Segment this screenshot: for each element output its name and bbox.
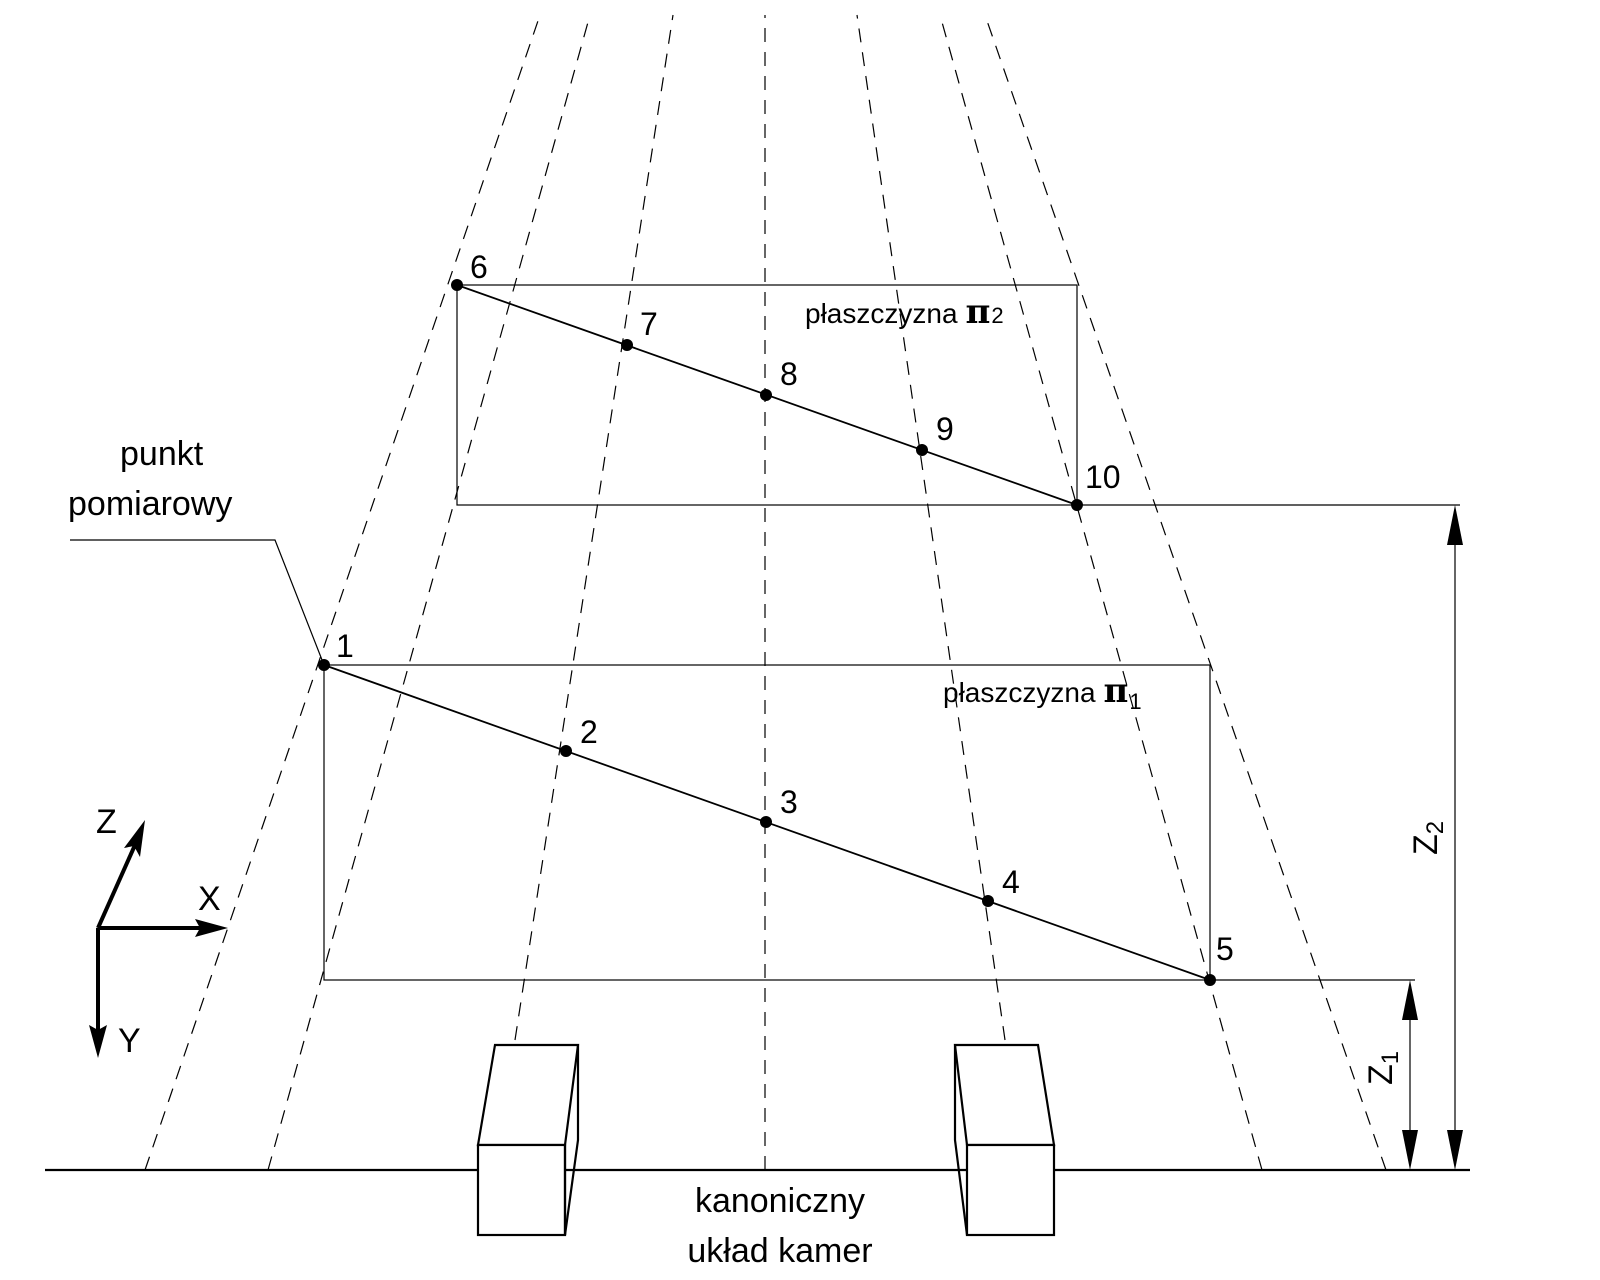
- plane-2-word: płaszczyzna: [805, 298, 958, 329]
- point-5: [1204, 974, 1216, 986]
- x-axis-arrow-icon: [195, 919, 228, 937]
- point-label-5: 5: [1216, 931, 1234, 967]
- camera-right: [953, 1043, 1056, 1237]
- measurement-point-label-line1: punkt: [120, 435, 204, 473]
- camera-left: [476, 1043, 580, 1237]
- z-axis-label: Z: [96, 803, 117, 841]
- plane-1-symbol: π: [1104, 671, 1129, 711]
- z-axis-line: [96, 844, 137, 929]
- ray-left-cam-1: [514, 14, 674, 1041]
- plane-1-subscript: 1: [1129, 689, 1141, 714]
- camera-right-body: [953, 1043, 1056, 1147]
- point-6: [451, 279, 463, 291]
- dimension-z1: Z1: [1362, 980, 1418, 1170]
- z-axis-arrow-icon: [124, 820, 145, 857]
- y-axis-arrow-icon: [89, 1025, 107, 1058]
- point-3: [760, 816, 772, 828]
- z2-arrow-bottom-icon: [1447, 1130, 1463, 1170]
- ray-left-inner: [267, 14, 591, 1171]
- camera-system-label-line1: kanoniczny: [695, 1182, 865, 1220]
- point-labels: 1 2 3 4 5 6 7 8 9 10: [336, 249, 1234, 967]
- plane-2-subscript: 2: [991, 303, 1003, 328]
- plane-1-outline: [323, 664, 1211, 981]
- z1-letter: Z: [1362, 1064, 1400, 1085]
- camera-left-body: [476, 1043, 580, 1147]
- plane-2-outline: [456, 284, 1078, 506]
- z2-letter: Z: [1407, 834, 1445, 855]
- z1-arrow-bottom-icon: [1402, 1130, 1418, 1170]
- z2-label: Z2: [1407, 821, 1449, 855]
- point-label-1: 1: [336, 628, 354, 664]
- point-label-8: 8: [780, 356, 798, 392]
- z1-label: Z1: [1362, 1051, 1404, 1085]
- point-label-3: 3: [780, 784, 798, 820]
- point-label-2: 2: [580, 714, 598, 750]
- point-1: [318, 659, 330, 671]
- point-label-6: 6: [470, 249, 488, 285]
- measurement-point-leader: [70, 539, 325, 666]
- point-label-9: 9: [936, 411, 954, 447]
- plane-1-word: płaszczyzna: [943, 677, 1096, 708]
- measurement-point-label-line2: pomiarowy: [68, 485, 232, 523]
- point-7: [621, 339, 633, 351]
- ray-right-cam-1: [856, 14, 1006, 1041]
- points: [318, 279, 1216, 986]
- point-label-4: 4: [1002, 864, 1020, 900]
- camera-right-edge: [953, 1045, 969, 1236]
- camera-system-label-line2: układ kamer: [687, 1232, 872, 1270]
- camera-left-edge: [563, 1045, 580, 1236]
- x-axis-label: X: [198, 880, 221, 918]
- y-axis-label: Y: [118, 1022, 141, 1060]
- camera-right-base: [965, 1143, 1056, 1237]
- point-2: [560, 745, 572, 757]
- point-9: [916, 444, 928, 456]
- camera-rays: [144, 14, 1387, 1171]
- dimension-z2: Z2: [1407, 505, 1463, 1170]
- plane-2-symbol: π: [966, 292, 991, 332]
- plane-1-label: płaszczyzna π1: [943, 671, 1142, 714]
- ray-right-inner: [939, 14, 1263, 1171]
- point-8: [760, 389, 772, 401]
- coordinate-axes: Z X Y: [89, 803, 228, 1060]
- ray-left-outer: [144, 14, 541, 1171]
- point-4: [982, 895, 994, 907]
- z2-subscript: 2: [1422, 821, 1449, 834]
- camera-left-base: [476, 1143, 567, 1237]
- point-label-7: 7: [640, 306, 658, 342]
- plane-2-label: płaszczyzna π2: [805, 292, 1004, 332]
- z2-arrow-top-icon: [1447, 505, 1463, 545]
- point-label-10: 10: [1085, 459, 1121, 495]
- z1-arrow-top-icon: [1402, 980, 1418, 1020]
- point-10: [1071, 499, 1083, 511]
- ray-right-outer: [984, 14, 1387, 1171]
- z1-subscript: 1: [1377, 1051, 1404, 1064]
